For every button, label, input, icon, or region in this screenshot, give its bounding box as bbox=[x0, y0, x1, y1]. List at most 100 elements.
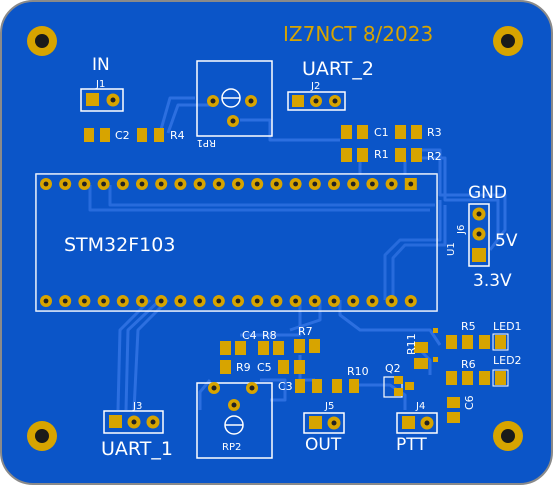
ref-r5: R5 bbox=[461, 320, 476, 333]
pin-hole bbox=[331, 181, 337, 187]
ref-j3: J3 bbox=[132, 401, 142, 412]
pin-hole bbox=[139, 181, 145, 187]
pin-hole bbox=[331, 298, 337, 304]
ref-r7: R7 bbox=[298, 325, 313, 338]
label-out: OUT bbox=[305, 435, 342, 455]
label-3v3: 3.3V bbox=[473, 271, 512, 291]
ref-r9: R9 bbox=[236, 361, 251, 374]
pin-hole bbox=[408, 181, 414, 187]
ref-j2: J2 bbox=[310, 81, 320, 92]
pin-hole bbox=[254, 181, 260, 187]
connector-j2: UART_2 J2 bbox=[287, 58, 374, 111]
pin-hole bbox=[62, 298, 68, 304]
mcu-pins-top bbox=[40, 178, 417, 190]
ref-r8: R8 bbox=[262, 329, 277, 342]
ref-c5: C5 bbox=[257, 361, 272, 374]
pin-hole bbox=[197, 298, 203, 304]
pin-hole bbox=[43, 298, 49, 304]
pin-hole bbox=[350, 181, 356, 187]
smd-c3-r10: C3 R10 bbox=[278, 365, 369, 393]
label-uart2: UART_2 bbox=[302, 58, 374, 80]
pin-hole bbox=[178, 181, 183, 187]
ref-r2: R2 bbox=[427, 150, 442, 163]
pin-hole bbox=[139, 298, 145, 304]
ref-c2: C2 bbox=[115, 129, 130, 142]
ref-r4: R4 bbox=[170, 129, 185, 142]
ref-j1: J1 bbox=[95, 79, 105, 90]
pin-hole bbox=[312, 298, 318, 304]
pin-hole bbox=[312, 181, 318, 187]
ref-j6: J6 bbox=[456, 225, 467, 235]
pin-hole bbox=[43, 181, 49, 187]
smd-c2-r4: C2 R4 bbox=[84, 128, 185, 142]
ref-c6: C6 bbox=[463, 395, 476, 410]
connector-j1: IN J1 bbox=[80, 55, 124, 112]
pin-hole bbox=[82, 181, 87, 187]
connector-j3: J3 UART_1 bbox=[101, 401, 173, 460]
pin-hole bbox=[120, 181, 126, 187]
pin-hole bbox=[274, 181, 279, 187]
pin-hole bbox=[293, 181, 298, 187]
pin-hole bbox=[408, 298, 414, 304]
label-ptt: PTT bbox=[396, 435, 427, 455]
connector-j6: GND J6 5V 3.3V U1 bbox=[446, 183, 518, 291]
pin-hole bbox=[62, 181, 68, 187]
label-gnd: GND bbox=[468, 183, 507, 203]
pin-hole bbox=[120, 298, 126, 304]
smd-c6: C6 bbox=[447, 395, 476, 423]
mcu-pins-bottom bbox=[40, 295, 417, 307]
ref-r1: R1 bbox=[374, 148, 389, 161]
pin-hole bbox=[274, 298, 279, 304]
mcu-label: STM32F103 bbox=[64, 234, 175, 256]
pin-hole bbox=[254, 298, 260, 304]
trimmer-rp2: RP2 bbox=[196, 382, 273, 459]
trimmer-rp1: RP1 bbox=[196, 60, 273, 148]
ref-r3: R3 bbox=[427, 126, 442, 139]
label-uart1: UART_1 bbox=[101, 438, 173, 460]
smd-c1-r1-r2-r3: C1 R1 R3 R2 bbox=[341, 125, 442, 163]
ref-j5: J5 bbox=[324, 401, 334, 412]
pin-hole bbox=[370, 298, 375, 304]
mcu-module: STM32F103 bbox=[35, 173, 438, 312]
pin-hole bbox=[370, 181, 375, 187]
connector-j5: J5 OUT bbox=[303, 401, 345, 455]
ref-c3: C3 bbox=[278, 380, 293, 393]
pin-hole bbox=[158, 181, 164, 187]
ref-r11: R11 bbox=[405, 333, 418, 355]
traces bbox=[88, 96, 507, 411]
pin-hole bbox=[82, 298, 87, 304]
pin-hole bbox=[101, 298, 106, 304]
ref-q2: Q2 bbox=[385, 362, 401, 375]
connector-j4: J4 PTT bbox=[396, 401, 438, 455]
pin-hole bbox=[389, 298, 394, 304]
label-in: IN bbox=[92, 55, 110, 75]
label-5v: 5V bbox=[495, 231, 518, 251]
pin-hole bbox=[235, 181, 241, 187]
transistor-q2: Q2 bbox=[383, 362, 414, 398]
ref-c4: C4 bbox=[242, 329, 257, 342]
label-led2: LED2 bbox=[493, 354, 522, 367]
pin-hole bbox=[158, 298, 164, 304]
label-led1: LED1 bbox=[493, 320, 522, 333]
ref-u1: U1 bbox=[446, 242, 457, 256]
smd-r11: R11 bbox=[405, 333, 428, 369]
ref-rp2: RP2 bbox=[222, 442, 241, 453]
ref-rp1: RP1 bbox=[197, 137, 216, 148]
smd-c4-r8-r7-r9-c5: C4 R8 R7 R9 C5 bbox=[220, 325, 320, 374]
pin-hole bbox=[389, 181, 394, 187]
ref-r10: R10 bbox=[347, 365, 369, 378]
pin-hole bbox=[216, 181, 222, 187]
led-section: R5 LED1 R6 LED2 bbox=[433, 320, 522, 387]
pin-hole bbox=[101, 181, 106, 187]
pin-hole bbox=[350, 298, 356, 304]
pin-hole bbox=[216, 298, 222, 304]
mounting-holes bbox=[27, 26, 523, 451]
ref-c1: C1 bbox=[374, 126, 389, 139]
ref-r6: R6 bbox=[461, 358, 476, 371]
pin-hole bbox=[235, 298, 241, 304]
ref-j4: J4 bbox=[415, 401, 425, 412]
pin-hole bbox=[197, 181, 203, 187]
board-title: IZ7NCT 8/2023 bbox=[283, 22, 433, 46]
pin-hole bbox=[293, 298, 298, 304]
